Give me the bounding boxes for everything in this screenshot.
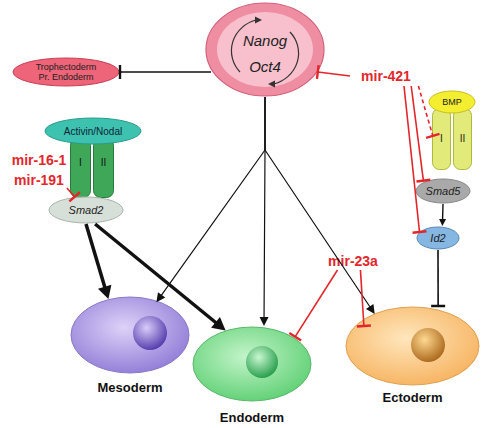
inhibition-bar (69, 192, 80, 201)
connector-line (318, 72, 350, 76)
receptor-symbol-shape (70, 138, 114, 198)
cell-nucleus (411, 328, 445, 362)
node-text: Smad5 (415, 178, 471, 204)
activation-arrow (86, 224, 111, 299)
connector-line (418, 86, 432, 136)
connector-line (265, 97, 371, 308)
inhibition-bar (289, 333, 301, 341)
activation-arrow (265, 97, 375, 314)
node-text: I (70, 154, 91, 170)
inhibition-line (289, 270, 337, 340)
node-text: Smad2 (48, 196, 124, 224)
receptor-symbol: III (70, 138, 114, 198)
inhibition-line (317, 65, 350, 79)
node-text: I (432, 130, 451, 146)
connector-line (404, 86, 420, 232)
ligand-ellipse: Activin/Nodal (44, 117, 142, 145)
protein-ellipse: Id2 (416, 226, 460, 250)
germ-layer-cell-shape (192, 326, 312, 402)
node-text: mir-23a (322, 252, 384, 270)
node-text: II (453, 130, 472, 146)
inhibition-bar (317, 65, 319, 79)
inhibition-line (67, 188, 80, 201)
protein-ellipse: Smad2 (48, 196, 124, 224)
cycle-arrow (274, 32, 299, 84)
inhibition-bar (413, 231, 427, 232)
inhibition-line (404, 86, 426, 233)
inhibition-line (357, 270, 371, 326)
connector-line (161, 97, 265, 296)
inhibition-bar (426, 134, 439, 138)
connector-line (295, 270, 337, 337)
germ-layer-cell-shape (345, 306, 480, 386)
connector-line (263, 97, 265, 319)
connector-line (437, 250, 439, 306)
connector-line (411, 86, 423, 181)
inhibition-line (431, 250, 445, 306)
cycle-arrow-head (255, 17, 262, 24)
connector-line (95, 224, 217, 324)
node-text: Oct4 (205, 54, 325, 78)
microrna-label: mir-23a (322, 252, 384, 270)
arrow-head (156, 292, 165, 302)
connector-line (120, 71, 211, 72)
arrow-head (439, 219, 446, 226)
pluripotency-circle-shape (205, 2, 325, 97)
lineage-ellipse: Trophectoderm Pr. Endoderm (12, 57, 120, 87)
inhibition-bar (119, 65, 121, 79)
arrow-head (366, 304, 375, 314)
node-text: Ectoderm (345, 388, 480, 406)
arrow-head (260, 317, 269, 326)
germ-layer-cell: Endoderm (192, 326, 312, 428)
connector-line (360, 270, 363, 326)
ligand-ellipse: BMP (428, 90, 476, 114)
node-text: Mesoderm (70, 378, 190, 396)
cell-nucleus (246, 346, 278, 378)
inhibition-bar (416, 180, 430, 182)
node-text: Nanog (205, 28, 325, 52)
node-text: BMP (428, 90, 476, 114)
cycle-arrow-head (268, 81, 275, 88)
protein-ellipse: Smad5 (415, 178, 471, 204)
inhibition-line (411, 86, 430, 181)
activation-arrow (156, 97, 265, 302)
germ-layer-cell: Mesoderm (70, 296, 190, 396)
inhibition-line (418, 86, 439, 138)
arrow-head (211, 317, 225, 331)
pluripotency-circle: NanogOct4 (205, 2, 325, 97)
cell-nucleus (133, 316, 167, 350)
node-text: mir-191 (8, 170, 70, 190)
node-text: Trophectoderm Pr. Endoderm (31, 57, 101, 87)
inhibition-line (120, 65, 211, 79)
connector-line (442, 204, 444, 220)
germ-layer-cell-shape (70, 296, 190, 374)
activation-arrow (95, 224, 225, 331)
node-text: mir-16-1 (8, 150, 70, 170)
connector-line (86, 224, 105, 289)
cycle-arrow (231, 20, 256, 72)
activation-arrow (260, 97, 269, 326)
inhibition-bar (357, 324, 371, 327)
connector-line (67, 188, 75, 197)
activation-arrow (439, 204, 446, 226)
receptor-symbol: III (432, 108, 472, 170)
node-text: Id2 (416, 226, 460, 250)
node-text: mir-421 (350, 66, 422, 86)
germ-layer-cell: Ectoderm (345, 306, 480, 408)
receptor-symbol-shape (432, 108, 472, 170)
node-text: Activin/Nodal (44, 117, 142, 145)
arrow-head (98, 285, 111, 299)
inhibition-bar (431, 305, 445, 307)
microrna-label: mir-421 (350, 66, 422, 86)
node-text: Endoderm (192, 408, 312, 426)
microrna-label: mir-16-1mir-191 (8, 150, 70, 190)
node-text: II (93, 154, 114, 170)
